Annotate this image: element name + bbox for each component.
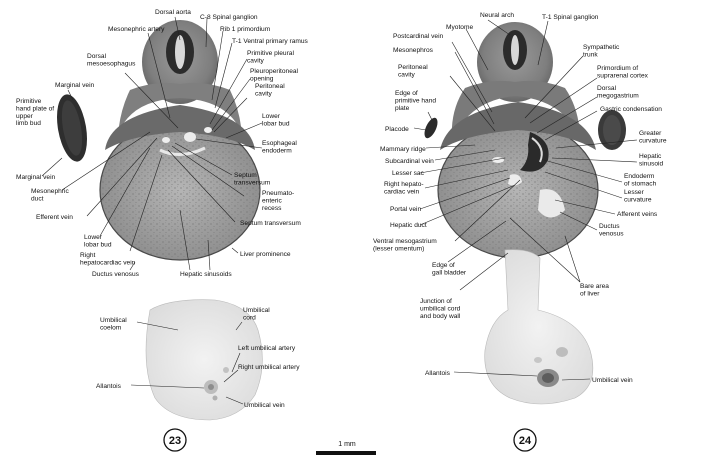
panel-number-24-text: 24 (519, 435, 532, 447)
label-placode: Placode (385, 126, 409, 133)
label-ductus-venosus-23: Ductus venosus (92, 271, 140, 278)
label-c8-spinal-ganglion: C-8 Spinal ganglion (200, 14, 258, 21)
trunk-24 (451, 80, 580, 140)
label-ventral-mesogastrium: Ventral mesogastrium(lesser omentum) (373, 238, 437, 252)
label-postcardinal-vein: Postcardinal vein (393, 33, 444, 40)
label-afferent-veins: Afferent veins (617, 211, 658, 218)
leaders-23 (41, 16, 263, 405)
label-myotome: Myotome (446, 24, 473, 31)
labels-23: Dorsal aorta Mesonephric artery C-8 Spin… (16, 9, 309, 409)
section-24 (424, 22, 626, 259)
label-mammary-ridge: Mammary ridge (380, 146, 426, 153)
label-dorsal-aorta: Dorsal aorta (155, 9, 191, 16)
label-hepatic-duct: Hepatic duct (390, 222, 427, 229)
scale-bar: 1 mm (316, 441, 376, 455)
label-liver-prominence: Liver prominence (240, 251, 291, 258)
panel-number-23-text: 23 (169, 435, 181, 447)
label-efferent-vein: Efferent vein (36, 214, 73, 221)
trunk-23 (118, 82, 242, 135)
umbilical-cord-24 (484, 249, 594, 405)
label-subcardinal-vein: Subcardinal vein (385, 158, 434, 165)
umbilical-cord-23 (145, 299, 263, 421)
label-mesonephros: Mesonephros (393, 47, 434, 54)
esophagus-23 (184, 132, 196, 142)
stomach-24 (520, 132, 549, 172)
panel-number-24: 24 (513, 428, 537, 452)
section-23 (57, 20, 261, 261)
label-rib1-primordium: Rib 1 primordium (220, 26, 271, 33)
label-umbilical-vein-23: Umbilical vein (244, 402, 285, 409)
label-neural-arch: Neural arch (480, 12, 514, 19)
panel-number-23: 23 (163, 428, 187, 452)
label-t1-ventral-ramus: T-1 Ventral primary ramus (232, 38, 309, 45)
label-portal-vein: Portal vein (390, 206, 421, 213)
label-allantois-24: Allantois (425, 370, 451, 377)
label-marginal-vein-bottom: Marginal vein (16, 174, 56, 181)
label-allantois-23: Allantois (96, 383, 122, 390)
leaders-24 (413, 19, 638, 381)
label-hepatic-sinusoids: Hepatic sinusoids (180, 271, 232, 278)
label-left-umbilical-artery: Left umbilical artery (238, 345, 296, 352)
label-septum-transversum-2: Septum transversum (240, 220, 301, 227)
label-mesonephric-artery: Mesonephric artery (108, 26, 165, 33)
label-t1-spinal-ganglion: T-1 Spinal ganglion (542, 14, 599, 21)
label-marginal-vein-top: Marginal vein (55, 82, 95, 89)
labels-24: Neural arch Myotome T-1 Spinal ganglion … (373, 12, 667, 384)
label-lesser-sac: Lesser sac (392, 170, 425, 177)
scale-bar-line (316, 451, 376, 455)
label-umbilical-vein-24: Umbilical vein (592, 377, 633, 384)
label-right-umbilical-artery: Right umbilical artery (238, 364, 300, 371)
label-right-hepatocardiac-vein-24: Right hepato-cardiac vein (384, 181, 424, 195)
label-gastric-condensation: Gastric condensation (600, 106, 662, 113)
hand-plate-edge-24 (424, 117, 438, 139)
scale-bar-label: 1 mm (338, 441, 356, 448)
